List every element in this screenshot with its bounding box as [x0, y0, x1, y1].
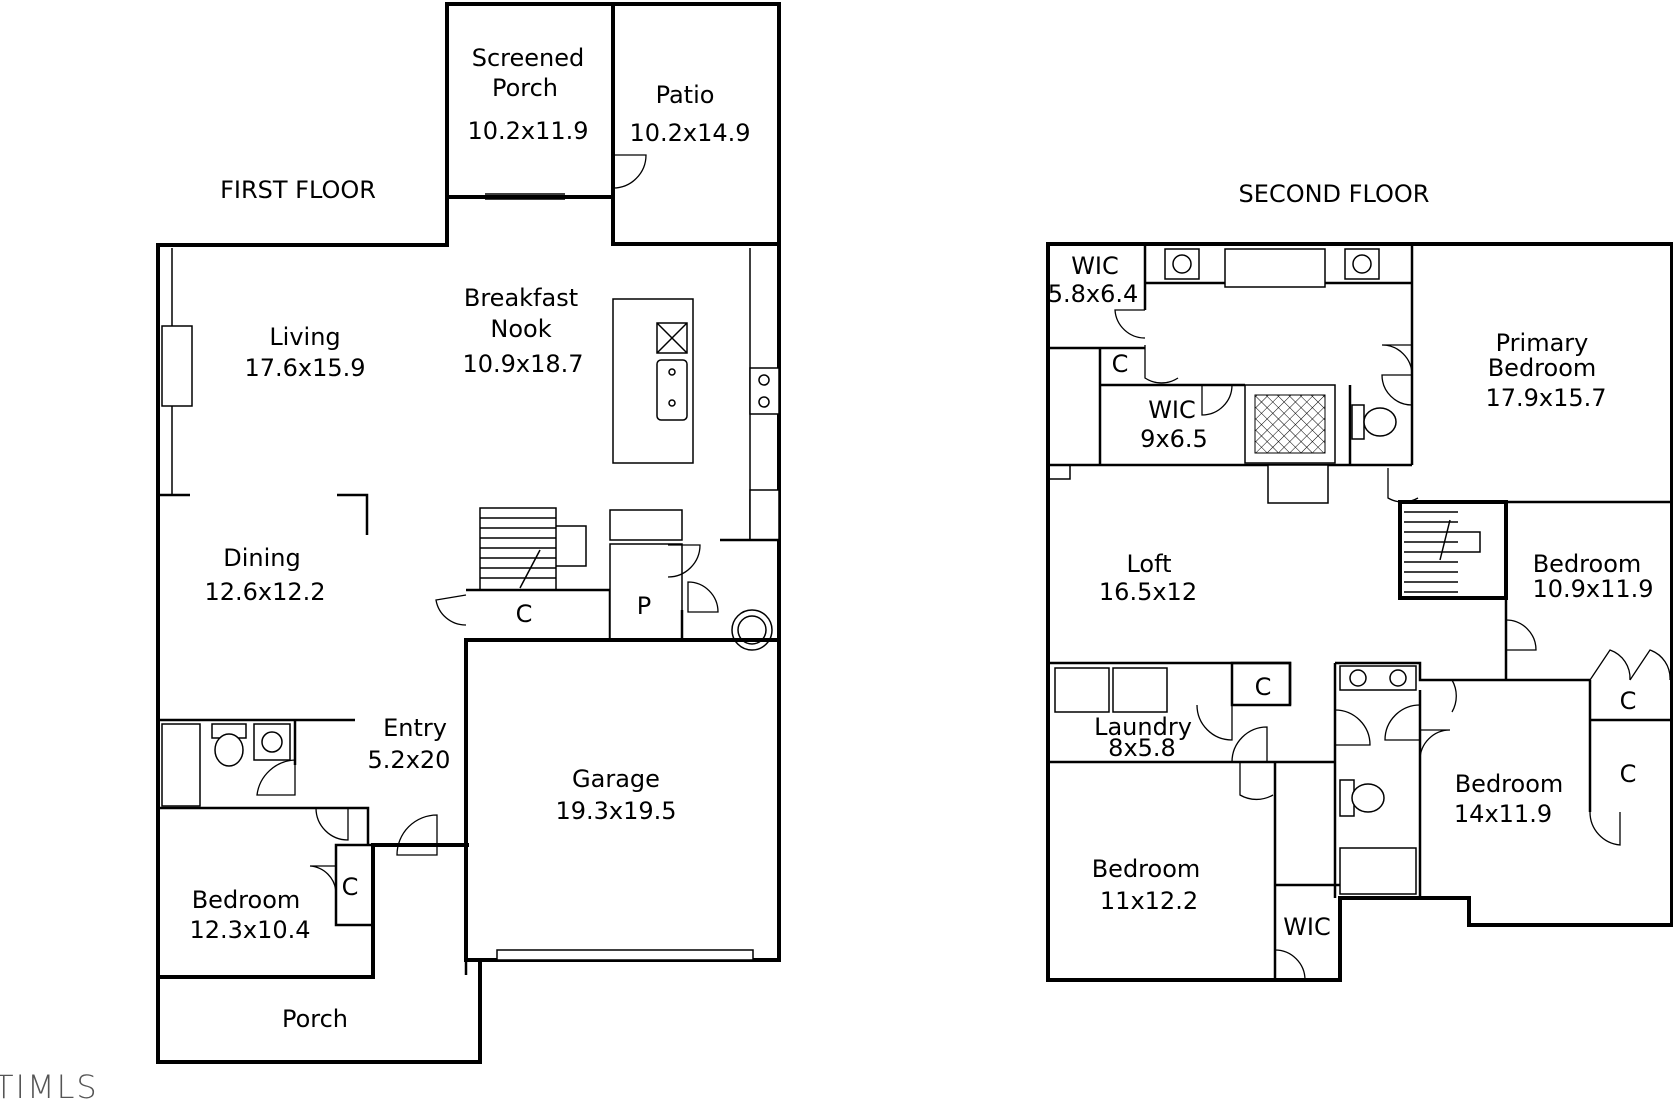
entry-name: Entry [383, 714, 447, 742]
bedroom-1-door [315, 807, 349, 841]
closet-c1-label: C [516, 600, 533, 628]
wic-1-name: WIC [1071, 252, 1119, 280]
wic-2-dims: 9x6.5 [1140, 425, 1208, 453]
closet-c1-door [435, 594, 467, 626]
fridge [749, 489, 780, 541]
primary-door [1387, 468, 1419, 503]
patio-name: Patio [656, 81, 715, 109]
breakfast-nook-name-1: Breakfast [464, 284, 578, 312]
screened-porch-dims: 10.2x11.9 [467, 117, 588, 145]
garage-door-entry [687, 581, 719, 613]
screened-porch-name-1: Screened [472, 44, 585, 72]
logo-watermark: TIMLS [0, 1068, 99, 1102]
patio-dims: 10.2x14.9 [629, 119, 750, 147]
wic-2-door [1201, 384, 1233, 416]
bedroom-3-name: Bedroom [1455, 770, 1564, 798]
wic-3-door [1274, 949, 1306, 981]
porch-name: Porch [282, 1005, 348, 1033]
primary-bathtub [1224, 248, 1326, 288]
closet-c5-label: C [1620, 687, 1637, 715]
bedroom-4-dims: 11x12.2 [1100, 887, 1198, 915]
dining-dims: 12.6x12.2 [204, 578, 325, 606]
bedroom-2-door [1505, 619, 1537, 651]
labels: FIRST FLOOR SECOND FLOOR Screened Porch … [0, 44, 1654, 1102]
second-floor-exterior [1046, 242, 1673, 982]
patio-door [612, 154, 647, 189]
screened-porch-name-2: Porch [492, 74, 558, 102]
loft-name: Loft [1126, 550, 1171, 578]
wic-1-door [1114, 309, 1146, 339]
living-name: Living [269, 323, 340, 351]
garage-door [496, 949, 754, 961]
first-bathtub [161, 723, 201, 807]
first-floor-stairs [479, 507, 557, 591]
bedroom-3-door [1419, 729, 1451, 761]
bath-2-sinks [1339, 665, 1417, 691]
loft-dims: 16.5x12 [1099, 578, 1197, 606]
kitchen-sink [656, 359, 688, 421]
bath-2-door [1334, 709, 1371, 746]
bedroom-3-dims: 14x11.9 [1454, 800, 1552, 828]
closet-c4-label: C [1255, 673, 1272, 701]
closet-c3-label: C [1112, 350, 1129, 378]
wic-3-name: WIC [1283, 913, 1331, 941]
second-floor [1046, 242, 1673, 982]
entry-dims: 5.2x20 [368, 746, 451, 774]
dryer [1112, 667, 1168, 713]
primary-bedroom-name-1: Primary [1496, 329, 1589, 357]
laundry-name: Laundry [1094, 713, 1192, 741]
garage-name: Garage [572, 765, 660, 793]
bedroom-4-name: Bedroom [1092, 855, 1201, 883]
bedroom-2-name: Bedroom [1533, 550, 1642, 578]
porch-walls [156, 958, 482, 1064]
water-heater [731, 609, 773, 651]
closet-c3-door [1144, 345, 1179, 384]
primary-bedroom-name-2: Bedroom [1488, 354, 1597, 382]
closet-c6-door [1589, 811, 1621, 846]
dining-name: Dining [223, 544, 300, 572]
bath-2-toilet [1351, 783, 1385, 813]
laundry-door [1231, 726, 1268, 763]
bedroom-4-door [1239, 762, 1274, 801]
breakfast-nook-dims: 10.9x18.7 [462, 350, 583, 378]
first-sink [253, 723, 291, 761]
wic-1-dims: 5.8x6.4 [1048, 280, 1139, 308]
pantry-door [667, 544, 701, 578]
laundry-dims: 8x5.8 [1108, 734, 1176, 762]
closet-c6-label: C [1620, 760, 1637, 788]
closet-c2-label: C [342, 873, 359, 901]
closet-c4-walls [1230, 661, 1292, 707]
first-floor [156, 2, 781, 1064]
sink-1 [1164, 248, 1200, 280]
bedroom-1-dims: 12.3x10.4 [189, 916, 310, 944]
closet-c5-door [1589, 649, 1631, 681]
bath-2-tub [1339, 847, 1417, 895]
bath-door-2 [1381, 344, 1413, 376]
second-floor-stairs [1398, 500, 1508, 600]
primary-toilet [1363, 407, 1397, 437]
garage-dims: 19.3x19.5 [555, 797, 676, 825]
bedroom-2-dims: 10.9x11.9 [1532, 575, 1653, 603]
primary-bedroom-dims: 17.9x15.7 [1485, 384, 1606, 412]
front-door [396, 814, 438, 856]
fireplace [161, 325, 193, 407]
second-floor-title: SECOND FLOOR [1239, 180, 1430, 208]
closet-c2-door [309, 865, 337, 893]
wic-2-name: WIC [1148, 396, 1196, 424]
bath-door [256, 759, 296, 796]
pantry-label: P [637, 592, 651, 620]
sink-2 [1344, 248, 1380, 280]
pantry-walls [609, 543, 683, 641]
washer [1054, 667, 1110, 713]
living-dims: 17.6x15.9 [244, 354, 365, 382]
closet-c2-walls [334, 843, 375, 927]
first-toilet [214, 733, 244, 767]
bedroom-1-name: Bedroom [192, 886, 301, 914]
breakfast-nook-name-2: Nook [490, 315, 551, 343]
first-floor-title: FIRST FLOOR [220, 176, 376, 204]
